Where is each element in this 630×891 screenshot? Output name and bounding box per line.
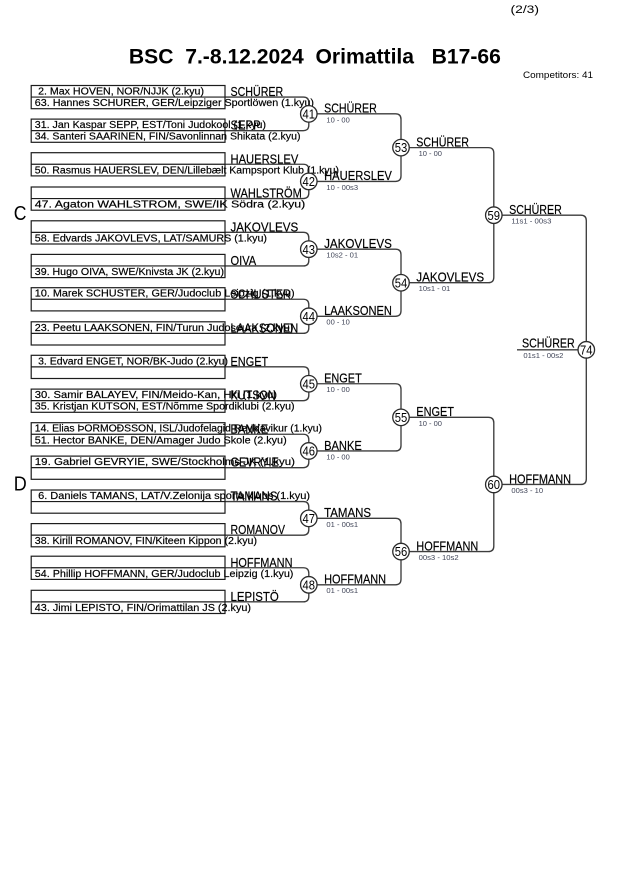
svg-text:39. Hugo OIVA, SWE/Knivsta JK: 39. Hugo OIVA, SWE/Knivsta JK (2.kyu): [35, 267, 224, 278]
svg-text:LAAKSONEN: LAAKSONEN: [231, 320, 299, 335]
svg-text:JAKOVLEVS: JAKOVLEVS: [324, 236, 392, 251]
svg-text:LEPISTÖ: LEPISTÖ: [231, 589, 279, 604]
svg-text:HAUERSLEV: HAUERSLEV: [324, 168, 392, 183]
svg-text:30. Samir BALAYEV, FIN/Meido-K: 30. Samir BALAYEV, FIN/Meido-Kan, Hki (1…: [35, 390, 277, 401]
svg-text:14. Elias ÞORMOÐSSON, ISL/Judo: 14. Elias ÞORMOÐSSON, ISL/Judofelagid Re…: [35, 424, 322, 435]
svg-text:BSC 7.-8.12.2024 Orimattila: BSC 7.-8.12.2024 Orimattila B17-66: [129, 46, 501, 69]
svg-text:HOFFMANN: HOFFMANN: [324, 572, 386, 587]
svg-text:Competitors: 41: Competitors: 41: [523, 70, 593, 80]
svg-text:63. Hannes SCHURER, GER/Leipzi: 63. Hannes SCHURER, GER/Leipziger Sportl…: [35, 98, 314, 109]
svg-text:47: 47: [303, 512, 316, 526]
svg-text:54: 54: [395, 276, 408, 290]
svg-text:SCHÜRER: SCHÜRER: [231, 84, 284, 99]
svg-text:(2/3): (2/3): [511, 4, 540, 16]
svg-text:10 - 00: 10 - 00: [326, 115, 349, 124]
svg-text:BANKE: BANKE: [324, 438, 362, 453]
svg-text:KUTSON: KUTSON: [231, 388, 276, 403]
svg-text:43. Jimi LEPISTO, FIN/Orimatti: 43. Jimi LEPISTO, FIN/Orimattilan JS (2.…: [35, 603, 251, 614]
svg-text:SCHUSTER: SCHUSTER: [231, 286, 291, 301]
svg-text:SCHÜRER: SCHÜRER: [509, 202, 562, 217]
svg-text:10s2 - 01: 10s2 - 01: [326, 251, 358, 260]
svg-text:ENGET: ENGET: [416, 404, 454, 419]
svg-text:35. Kristjan KUTSON, EST/Nõmme: 35. Kristjan KUTSON, EST/Nõmme Spordiklu…: [35, 402, 295, 413]
svg-text:10. Marek SCHUSTER, GER/Judocl: 10. Marek SCHUSTER, GER/Judoclub Leipzig…: [35, 289, 295, 300]
svg-text:HOFFMANN: HOFFMANN: [509, 471, 571, 486]
svg-text:SCHÜRER: SCHÜRER: [416, 134, 469, 149]
svg-text:00 - 10: 00 - 10: [326, 318, 349, 327]
svg-text:42: 42: [303, 175, 316, 189]
svg-text:ENGET: ENGET: [324, 371, 362, 386]
svg-text:34. Santeri SAARINEN, FIN/Savo: 34. Santeri SAARINEN, FIN/Savonlinnan Sh…: [35, 132, 301, 143]
svg-text:00s3 - 10s2: 00s3 - 10s2: [419, 553, 459, 562]
svg-text:46: 46: [303, 445, 316, 459]
svg-text:59: 59: [488, 209, 501, 223]
svg-text:10 - 00: 10 - 00: [326, 385, 349, 394]
svg-text:SCHÜRER: SCHÜRER: [324, 101, 377, 116]
svg-text:01 - 00s1: 01 - 00s1: [326, 586, 358, 595]
svg-text:48: 48: [303, 578, 316, 592]
svg-text:51. Hector BANKE, DEN/Amager J: 51. Hector BANKE, DEN/Amager Judo Skole …: [35, 435, 287, 446]
svg-text:10 - 00s3: 10 - 00s3: [326, 183, 358, 192]
svg-text:GEVRYIE: GEVRYIE: [231, 455, 280, 470]
svg-text:56: 56: [395, 545, 408, 559]
svg-text:JAKOVLEVS: JAKOVLEVS: [231, 219, 299, 234]
svg-text:44: 44: [303, 310, 316, 324]
svg-text:TAMANS: TAMANS: [231, 489, 278, 504]
svg-text:47. Agaton WAHLSTROM, SWE/IK S: 47. Agaton WAHLSTROM, SWE/IK Södra (2.ky…: [35, 200, 306, 211]
svg-text:LAAKSONEN: LAAKSONEN: [324, 303, 392, 318]
svg-text:53: 53: [395, 141, 408, 155]
svg-text:2. Max HOVEN, NOR/NJJK (2.kyu): 2. Max HOVEN, NOR/NJJK (2.kyu): [38, 87, 204, 98]
svg-text:01 - 00s1: 01 - 00s1: [326, 520, 358, 529]
svg-text:HOFFMANN: HOFFMANN: [231, 555, 293, 570]
svg-text:11s1 - 00s3: 11s1 - 00s3: [511, 217, 551, 226]
svg-text:HAUERSLEV: HAUERSLEV: [231, 151, 299, 166]
svg-text:50. Rasmus HAUERSLEV, DEN/Lill: 50. Rasmus HAUERSLEV, DEN/Lillebælt Kamp…: [35, 165, 339, 176]
svg-text:HOFFMANN: HOFFMANN: [416, 538, 478, 553]
svg-text:ENGET: ENGET: [231, 354, 269, 369]
svg-text:00s3 - 10: 00s3 - 10: [511, 486, 543, 495]
svg-text:WAHLSTRÖM: WAHLSTRÖM: [231, 186, 302, 201]
svg-text:31. Jan Kaspar SEPP, EST/Toni: 31. Jan Kaspar SEPP, EST/Toni Judokool (…: [35, 120, 266, 131]
svg-text:6. Daniels TAMANS, LAT/V.Zelon: 6. Daniels TAMANS, LAT/V.Zelonija sporta…: [38, 491, 310, 502]
svg-text:OIVA: OIVA: [231, 253, 257, 268]
svg-text:01s1 - 00s2: 01s1 - 00s2: [523, 351, 563, 360]
svg-text:58. Edvards JAKOVLEVS, LAT/SAM: 58. Edvards JAKOVLEVS, LAT/SAMURS (1.kyu…: [35, 233, 267, 244]
svg-text:3. Edvard ENGET, NOR/BK-Judo (: 3. Edvard ENGET, NOR/BK-Judo (2.kyu): [38, 356, 228, 367]
svg-text:BANKE: BANKE: [231, 421, 269, 436]
svg-text:45: 45: [303, 377, 316, 391]
svg-text:SEPP: SEPP: [231, 118, 261, 133]
svg-text:ROMANOV: ROMANOV: [231, 522, 286, 537]
svg-text:38. Kirill ROMANOV, FIN/Kiteen: 38. Kirill ROMANOV, FIN/Kiteen Kippon (2…: [35, 536, 257, 547]
svg-text:10 - 00: 10 - 00: [419, 419, 442, 428]
svg-text:TAMANS: TAMANS: [324, 505, 371, 520]
svg-text:41: 41: [303, 107, 316, 121]
svg-text:60: 60: [488, 478, 501, 492]
svg-text:D: D: [14, 473, 27, 495]
svg-text:19. Gabriel GEVRYIE, SWE/Stock: 19. Gabriel GEVRYIE, SWE/Stockholms JK (…: [35, 457, 295, 468]
svg-text:23. Peetu LAAKSONEN, FIN/Turun: 23. Peetu LAAKSONEN, FIN/Turun Judoseura…: [35, 323, 294, 334]
svg-text:54. Phillip HOFFMANN, GER/Judo: 54. Phillip HOFFMANN, GER/Judoclub Leipz…: [35, 569, 294, 580]
svg-text:C: C: [14, 203, 27, 225]
svg-text:10 - 00: 10 - 00: [326, 452, 349, 461]
svg-text:55: 55: [395, 411, 408, 425]
svg-text:43: 43: [303, 243, 316, 257]
svg-text:74: 74: [580, 343, 593, 357]
svg-text:JAKOVLEVS: JAKOVLEVS: [416, 270, 484, 285]
svg-text:SCHÜRER: SCHÜRER: [522, 335, 575, 350]
svg-text:10s1 - 01: 10s1 - 01: [419, 284, 451, 293]
svg-text:10 - 00: 10 - 00: [419, 149, 442, 158]
